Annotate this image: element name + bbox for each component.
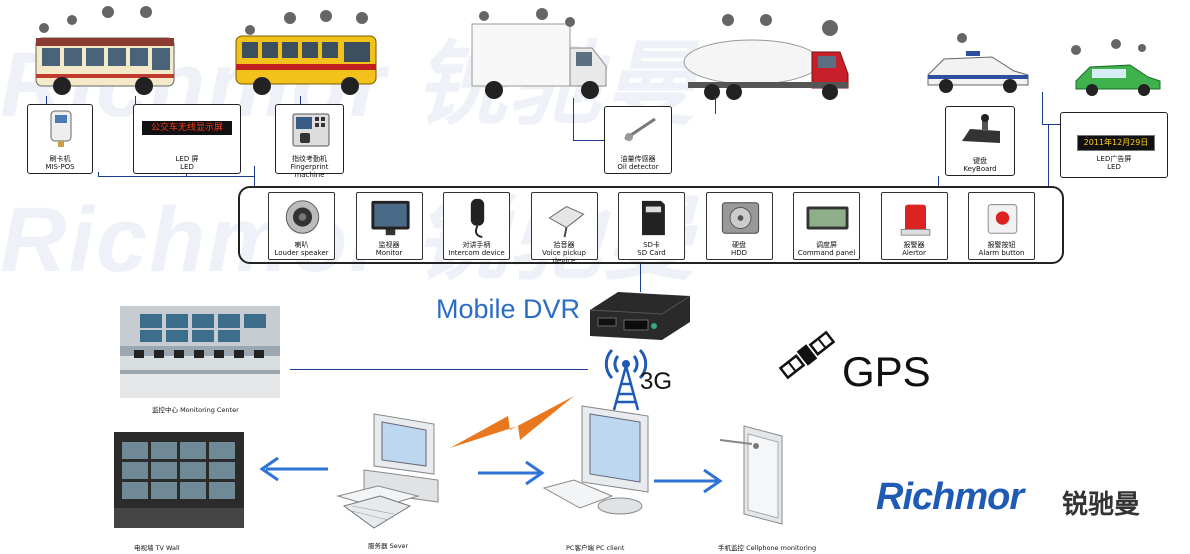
- intercom-icon: [470, 198, 485, 239]
- satellite-icon: [778, 330, 836, 380]
- bus-device-label-en: Alarm button: [978, 249, 1025, 257]
- alertor-icon: [900, 204, 930, 236]
- truck-icon: [471, 23, 607, 99]
- pos-device-box: 刷卡机 MIS-POS: [27, 104, 93, 174]
- cellphone-icon: [719, 425, 783, 525]
- arrow-right-icon: [478, 460, 545, 486]
- bus-device-label-cn: 硬盘: [732, 241, 746, 249]
- keyboard-box: 键盘 KeyBoard: [945, 106, 1015, 176]
- pc-client-caption: PC客户端 PC client: [566, 544, 625, 552]
- oil-detector-icon: [624, 117, 656, 141]
- oil-label-cn: 油量传感器: [620, 155, 656, 163]
- city-bus-icon: [35, 37, 175, 95]
- tv-wall-caption: 电视墙 TV Wall: [134, 544, 180, 552]
- taxi-icon: [1075, 64, 1161, 96]
- bus-device-label-cn: 监视器: [378, 241, 400, 249]
- bus-device-label-en: Alertor: [902, 249, 926, 257]
- antenna-3g-icon: [604, 348, 648, 411]
- keyboard-label-en: KeyBoard: [963, 165, 997, 173]
- bus-device-label-en: HDD: [730, 249, 748, 257]
- speaker-icon: [285, 200, 320, 234]
- led-ad-display: 2011年12月29日: [1077, 135, 1155, 151]
- arrow-left-icon: [259, 456, 328, 482]
- server-computer-icon: [336, 413, 439, 529]
- camera-icons: [39, 6, 1146, 55]
- server-caption: 服务器 Sever: [368, 542, 409, 550]
- led-label-cn: LED 屏: [175, 155, 199, 163]
- monitor-icon: [370, 200, 410, 236]
- bus-device-label-en: Voice pickup device: [542, 249, 586, 265]
- joystick-keyboard-icon: [962, 114, 1000, 143]
- bus-device-label-cn: SD卡: [643, 241, 660, 249]
- bus-device-label-cn: 拾音器: [553, 241, 575, 249]
- pos-label-cn: 刷卡机: [49, 155, 71, 163]
- tanker-truck-icon: [683, 39, 849, 100]
- bus-device-label-en: Louder speaker: [274, 249, 329, 257]
- pos-label-en: MIS-POS: [45, 163, 75, 171]
- fingerprint-label-cn: 指纹考勤机: [292, 155, 327, 163]
- led-screen-box: 公交车无线显示屏 LED 屏 LED: [133, 104, 241, 174]
- fingerprint-label-en: Fingerprint machine: [290, 163, 329, 179]
- brand-logo-cn: 锐驰曼: [1062, 490, 1141, 520]
- alarm-button-icon: [987, 204, 1018, 234]
- led-screen-display: 公交车无线显示屏: [142, 121, 232, 135]
- led-ad-label-cn: LED广告屏: [1096, 155, 1132, 163]
- led-ad-label-en: LED: [1107, 163, 1121, 171]
- gps-label: GPS: [842, 348, 931, 395]
- fingerprint-box: 指纹考勤机 Fingerprint machine: [275, 104, 344, 179]
- command-panel-icon: [806, 206, 849, 230]
- pc-client-icon: [542, 405, 649, 515]
- cellphone-caption: 手机监控 Cellphone monitoring: [718, 544, 817, 552]
- brand-logo-en: Richmor: [876, 476, 1024, 518]
- fingerprint-machine-icon: [292, 113, 330, 147]
- oil-detector-box: 油量传感器 Oil detector: [604, 106, 672, 174]
- network-3g-label: 3G: [640, 368, 673, 395]
- pos-terminal-icon: [50, 110, 72, 147]
- bus-device-label-en: Command panel: [797, 249, 856, 257]
- mobile-dvr-label: Mobile DVR: [436, 294, 581, 324]
- pickup-icon: [547, 206, 585, 238]
- tv-wall-photo: [114, 432, 244, 528]
- mobile-dvr-icon: [589, 292, 691, 340]
- device-bus-panel: [238, 186, 1064, 264]
- oil-label-en: Oil detector: [617, 163, 659, 171]
- bus-device-label-en: Monitor: [375, 249, 403, 257]
- bus-device-label-cn: 报警器: [903, 241, 925, 249]
- police-car-icon: [927, 51, 1029, 93]
- school-bus-icon: [235, 35, 377, 95]
- led-label-en: LED: [180, 163, 194, 171]
- keyboard-label-cn: 键盘: [973, 157, 987, 165]
- monitoring-center-caption: 监控中心 Monitoring Center: [152, 406, 239, 414]
- arrow-right-icon: [654, 468, 723, 494]
- bus-device-label-cn: 调度屏: [816, 241, 837, 249]
- bus-device-label-cn: 对讲手柄: [462, 241, 491, 249]
- bus-device-label-cn: 喇叭: [294, 241, 309, 249]
- led-ad-box: 2011年12月29日 LED广告屏 LED: [1060, 112, 1168, 178]
- bus-device-label-cn: 报警按钮: [987, 241, 1016, 249]
- monitoring-center-photo: [120, 306, 280, 398]
- wireless-lightning-icon: [450, 396, 574, 448]
- bus-device-label-en: SD Card: [637, 249, 666, 257]
- sd-card-icon: [642, 200, 665, 236]
- hdd-icon: [721, 202, 759, 234]
- bus-device-label-en: Intercom device: [448, 249, 505, 257]
